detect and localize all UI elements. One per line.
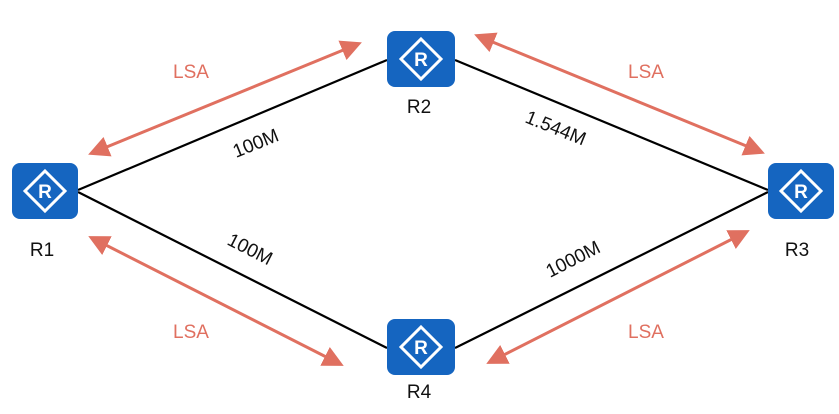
- lsa-label-r4-r3: LSA: [628, 322, 664, 343]
- bandwidth-label-r4-r3: 1000M: [543, 237, 604, 282]
- lsa-arrow-r1-r2: [88, 40, 362, 157]
- router-glyph: R: [414, 338, 428, 359]
- router-label-r4: R4: [407, 382, 432, 403]
- router-glyph: R: [38, 182, 52, 203]
- router-label-r3: R3: [785, 240, 809, 261]
- router-label-r1: R1: [30, 240, 54, 261]
- lsa-arrow-r2-r3: [474, 32, 765, 156]
- router-glyph: R: [414, 50, 428, 71]
- router-r3[interactable]: R: [768, 163, 834, 219]
- bandwidth-label-r2-r3: 1.544M: [522, 107, 589, 150]
- router-icon: [12, 163, 78, 219]
- lsa-label-r1-r4: LSA: [173, 322, 209, 343]
- lsa-arrow-r1-r4: [88, 236, 344, 366]
- lsa-arrow-r4-r3: [486, 230, 750, 364]
- router-icon: [768, 163, 834, 219]
- router-r1[interactable]: R: [12, 163, 78, 219]
- lsa-label-r1-r2: LSA: [173, 62, 209, 83]
- router-glyph: R: [794, 182, 808, 203]
- link-r2-r3: [454, 58, 769, 192]
- router-icon: [387, 319, 455, 375]
- link-r1-r4: [77, 191, 388, 349]
- bandwidth-label-r1-r4: 100M: [224, 230, 276, 270]
- link-r1-r2: [77, 58, 388, 192]
- router-label-r2: R2: [407, 97, 431, 118]
- router-icon: [387, 31, 455, 87]
- router-r4[interactable]: R: [387, 319, 455, 375]
- router-r2[interactable]: R: [387, 31, 455, 87]
- link-r4-r3: [454, 191, 769, 349]
- bandwidth-label-r1-r2: 100M: [230, 125, 282, 162]
- lsa-label-r2-r3: LSA: [628, 62, 664, 83]
